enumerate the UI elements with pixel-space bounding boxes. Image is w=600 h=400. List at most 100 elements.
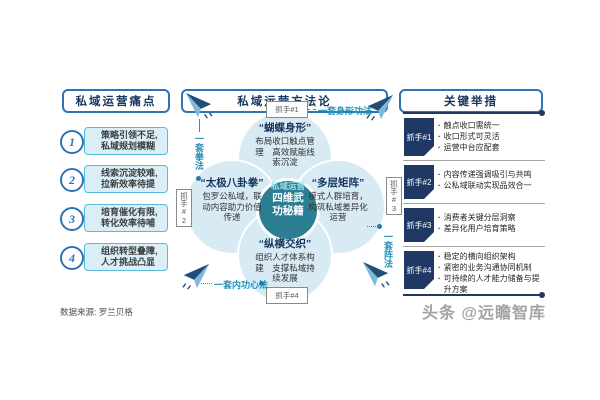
bullet-dot-icon: · xyxy=(438,213,441,222)
connector-line xyxy=(199,119,200,132)
paper-plane-icon xyxy=(362,261,390,288)
measure-bullet: ·稳定的横向组织架构 xyxy=(438,251,546,262)
grip-label-1: 抓手#1 xyxy=(404,118,434,156)
line-end-dot xyxy=(539,110,545,116)
measure-text: 运营中台应配套 xyxy=(443,143,500,152)
watermark: 头条 @远瞻智库 xyxy=(421,305,546,322)
pain-point-text: 线索沉淀较难, 拉新效率待提 xyxy=(84,165,168,193)
measure-text: 消费者关键分层洞察 xyxy=(443,213,516,222)
petal-top-title: “蝴蝶身形” xyxy=(258,122,312,134)
right-panel-title: 关键举措 xyxy=(399,89,543,113)
bullet-dot-icon: · xyxy=(438,252,441,261)
pain-point-item: 线索沉淀较难, 拉新效率待提 2 xyxy=(60,165,168,193)
left-panel-title: 私域运营痛点 xyxy=(62,89,170,113)
pain-number-badge: 4 xyxy=(60,246,84,270)
core-line1: 私域运营 xyxy=(270,181,305,191)
bullet-dot-icon: · xyxy=(438,170,441,179)
data-source-note: 数据来源: 罗兰贝格 xyxy=(60,307,133,317)
connector-dot xyxy=(377,224,382,229)
measure-bullet: ·可持续的人才能力储备与提升方案 xyxy=(438,273,546,295)
line-end-dot xyxy=(539,292,545,298)
bullet-dot-icon: · xyxy=(438,121,441,130)
pain-point-item: 组织转型叠障, 人才挑战凸显 4 xyxy=(60,243,168,271)
measure-text: 稳定的横向组织架构 xyxy=(443,252,516,261)
core-line3: 功秘籍 xyxy=(272,204,304,217)
divider xyxy=(403,160,545,161)
grip-label-2: 抓手#2 xyxy=(404,165,434,199)
measure-bullet: ·紧密的业务沟通协同机制 xyxy=(438,262,546,273)
pain-number-badge: 2 xyxy=(60,168,84,192)
petal-bottom-title: “纵横交织” xyxy=(258,238,312,250)
measure-text: 收口形式可灵活 xyxy=(443,132,500,141)
connector-dashed xyxy=(307,109,316,110)
measure-list-3: ·消费者关键分层洞察 ·差异化用户培育策略 xyxy=(438,212,546,234)
pain-line2: 私域规划模糊 xyxy=(101,141,156,151)
measure-bullet: ·公私域联动实现品效合一 xyxy=(438,180,546,191)
core-circle xyxy=(256,178,320,242)
petal-left-title: “太极八卦拳” xyxy=(200,177,264,189)
core-circle-text: 私域运营 四维武 功秘籍 xyxy=(256,180,320,217)
pain-point-text: 组织转型叠障, 人才挑战凸显 xyxy=(84,243,168,271)
bullet-dot-icon: · xyxy=(438,263,441,272)
pain-line1: 线索沉淀较难, xyxy=(101,168,158,178)
bullet-dot-icon: · xyxy=(438,181,441,190)
pain-line2: 转化效率待哺 xyxy=(101,218,156,228)
measure-text: 公私域联动实现品效合一 xyxy=(443,181,532,190)
pain-number-badge: 1 xyxy=(60,130,84,154)
bullet-dot-icon: · xyxy=(438,132,441,141)
petal-right-title: “多层矩阵” xyxy=(311,177,365,189)
accent-line-bottom xyxy=(403,292,545,298)
bullet-dot-icon: · xyxy=(438,274,441,283)
connector-dot xyxy=(196,176,201,181)
petal-bottom-body: 组织人才体系构建 支撑私域持续发展 xyxy=(255,252,315,283)
measure-list-2: ·内容传递强调吸引与共鸣 ·公私域联动实现品效合一 xyxy=(438,169,546,191)
connector-dotted xyxy=(367,226,376,227)
bullet-dot-icon: · xyxy=(438,224,441,233)
petal-top-text: “蝴蝶身形” 布局收口触点管理 高效赋能线索沉淀 xyxy=(237,122,333,168)
measure-bullet: ·运营中台应配套 xyxy=(438,142,546,153)
tag-grip-3: 抓手#3 xyxy=(386,177,402,215)
annotation-top-right: 一套身形功法 xyxy=(318,106,373,116)
tag-grip-4: 抓手#4 xyxy=(266,287,308,304)
divider xyxy=(403,203,545,204)
petal-bottom-text: “纵横交织” 组织人才体系构建 支撑私域持续发展 xyxy=(237,238,333,284)
measure-bullet: ·差异化用户培育策略 xyxy=(438,223,546,234)
core-line2: 四维武 xyxy=(272,192,304,204)
paper-plane-icon xyxy=(185,92,213,119)
measure-text: 紧密的业务沟通协同机制 xyxy=(443,263,532,272)
paper-plane-icon xyxy=(182,263,210,290)
connector-dot xyxy=(259,281,264,286)
annotation-bottom-left: 一套内功心法 xyxy=(214,280,269,290)
measure-list-1: ·触点收口需统一 ·收口形式可灵活 ·运营中台应配套 xyxy=(438,120,546,153)
pain-line1: 培育催化有限, xyxy=(101,207,158,217)
pain-line1: 组织转型叠障, xyxy=(101,246,158,256)
measure-bullet: ·触点收口需统一 xyxy=(438,120,546,131)
measure-list-4: ·稳定的横向组织架构 ·紧密的业务沟通协同机制 ·可持续的人才能力储备与提升方案 xyxy=(438,251,546,295)
divider xyxy=(403,246,545,247)
connector-dotted xyxy=(201,283,212,284)
measure-bullet: ·内容传递强调吸引与共鸣 xyxy=(438,169,546,180)
pain-number-badge: 3 xyxy=(60,207,84,231)
grip-label-4: 抓手#4 xyxy=(404,251,434,289)
tag-grip-2: 抓手#2 xyxy=(176,189,192,227)
pain-point-text: 策略引领不足, 私域规划模糊 xyxy=(84,127,168,155)
measure-text: 可持续的人才能力储备与提升方案 xyxy=(443,274,540,294)
annotation-right: 一套阵法 xyxy=(383,232,393,268)
bullet-dot-icon: · xyxy=(438,143,441,152)
grip-label-3: 抓手#3 xyxy=(404,208,434,242)
petal-top-body: 布局收口触点管理 高效赋能线索沉淀 xyxy=(255,136,315,167)
measure-bullet: ·消费者关键分层洞察 xyxy=(438,212,546,223)
pain-point-item: 策略引领不足, 私域规划模糊 1 xyxy=(60,127,168,155)
pain-line2: 人才挑战凸显 xyxy=(101,257,156,267)
pain-line2: 拉新效率待提 xyxy=(101,179,156,189)
measure-text: 内容传递强调吸引与共鸣 xyxy=(443,170,532,179)
accent-line-top xyxy=(403,110,545,116)
annotation-left: 一套拳法 xyxy=(194,134,204,170)
measure-text: 触点收口需统一 xyxy=(443,121,500,130)
pain-line1: 策略引领不足, xyxy=(101,130,158,140)
petal-right-text: “多层矩阵” 模式人群培育，构筑私域差异化运营 xyxy=(290,177,386,223)
pain-point-text: 培育催化有限, 转化效率待哺 xyxy=(84,204,168,232)
petal-left-text: “太极八卦拳” 包罗公私域，联动内容助力价值传递 xyxy=(184,177,280,223)
petal-left-body: 包罗公私域，联动内容助力价值传递 xyxy=(202,191,262,222)
